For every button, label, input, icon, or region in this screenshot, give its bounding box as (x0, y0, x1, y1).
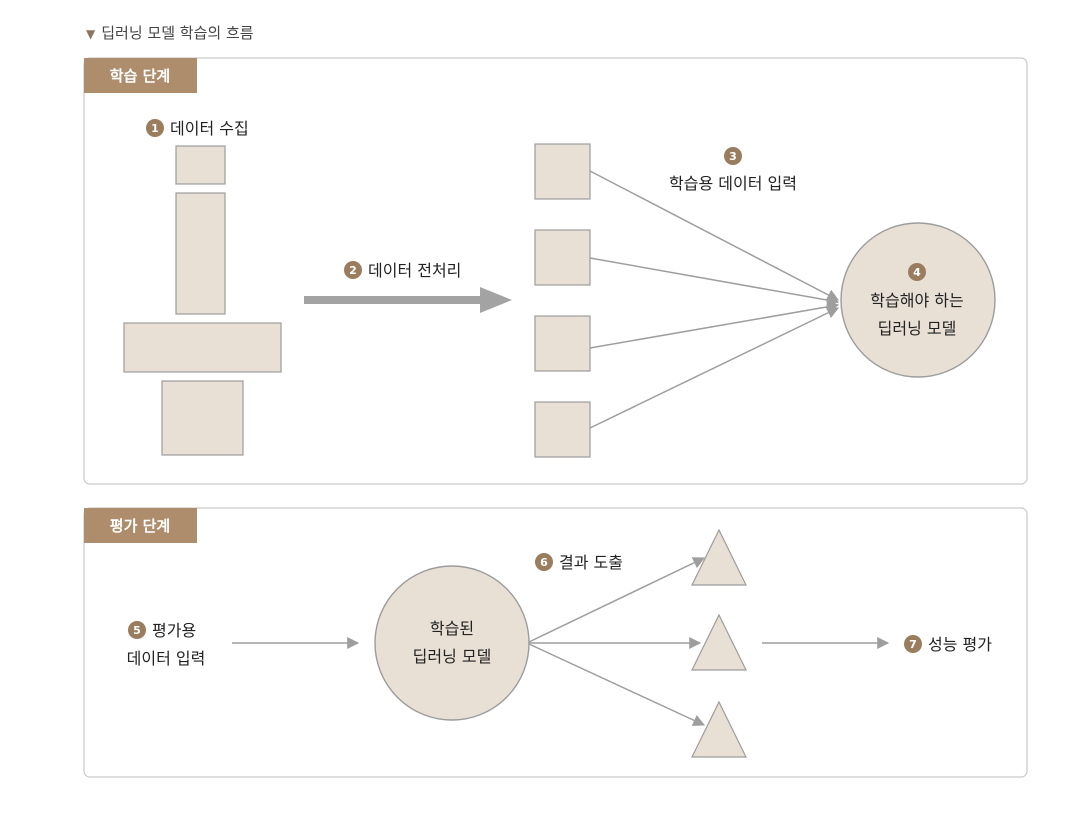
preprocess-arrow (304, 287, 512, 313)
untrained-model-circle (840, 222, 996, 378)
collect-label: 데이터 수집 (170, 119, 249, 138)
processed-data-block (534, 143, 591, 200)
eval-input-label-line2: 데이터 입력 (127, 649, 206, 668)
input-line (589, 300, 840, 349)
input-line (589, 257, 840, 307)
result-line (528, 557, 706, 643)
result-triangle (691, 700, 747, 758)
step-2-badge (344, 261, 362, 279)
svg-text:1: 1 (151, 122, 159, 135)
step-7-badge (904, 635, 922, 653)
svg-text:3: 3 (729, 150, 737, 163)
svg-text:6: 6 (540, 556, 548, 569)
evaluation-tab-label: 평가 단계 (110, 517, 170, 535)
step-6-badge (535, 553, 553, 571)
processed-data-block (534, 229, 591, 286)
svg-text:4: 4 (913, 266, 921, 279)
raw-data-block (175, 192, 226, 315)
step-1-label: 1 데이터 수집 (146, 119, 249, 138)
step-3-label: 3 학습용 데이터 입력 (669, 147, 797, 193)
raw-data-block (175, 145, 226, 185)
trained-model-circle (374, 565, 530, 721)
preprocess-label: 데이터 전처리 (368, 261, 461, 280)
input-line (589, 307, 840, 429)
eval-input-label-line1: 평가용 (152, 621, 196, 640)
training-tab-label: 학습 단계 (110, 67, 170, 85)
step-1-badge (146, 119, 164, 137)
step-6-label: 6 결과 도출 (535, 553, 623, 572)
raw-data-block (123, 322, 282, 373)
step-2-label: 2 데이터 전처리 (344, 261, 461, 280)
caption-text: 딥러닝 모델 학습의 흐름 (101, 24, 254, 42)
input-label: 학습용 데이터 입력 (669, 174, 797, 193)
training-tab (84, 58, 197, 93)
processed-data-block (534, 401, 591, 458)
trained-model-label-line2: 딥러닝 모델 (413, 647, 492, 666)
caption-triangle-icon: ▼ (86, 27, 96, 41)
model-label-line1: 학습해야 하는 (870, 291, 963, 310)
evaluation-tab (84, 508, 197, 543)
result-line (528, 643, 706, 726)
step-7-label: 7 성능 평가 (904, 635, 992, 654)
model-label-line2: 딥러닝 모델 (878, 319, 957, 338)
result-triangle (691, 613, 747, 671)
step-4-badge (908, 263, 926, 281)
diagram-caption: ▼ 딥러닝 모델 학습의 흐름 (86, 22, 254, 43)
input-line (589, 170, 840, 301)
raw-data-block (161, 380, 244, 456)
step-5-badge (128, 621, 146, 639)
step-5-label: 5 평가용 데이터 입력 (127, 621, 206, 668)
processed-data-block (534, 315, 591, 372)
result-triangle (691, 528, 747, 586)
svg-text:7: 7 (909, 638, 917, 651)
step-3-badge (724, 147, 742, 165)
svg-text:2: 2 (349, 264, 357, 277)
svg-text:5: 5 (133, 624, 141, 637)
trained-model-label-line1: 학습된 (430, 619, 474, 638)
result-label: 결과 도출 (559, 553, 623, 572)
performance-label: 성능 평가 (928, 635, 992, 654)
